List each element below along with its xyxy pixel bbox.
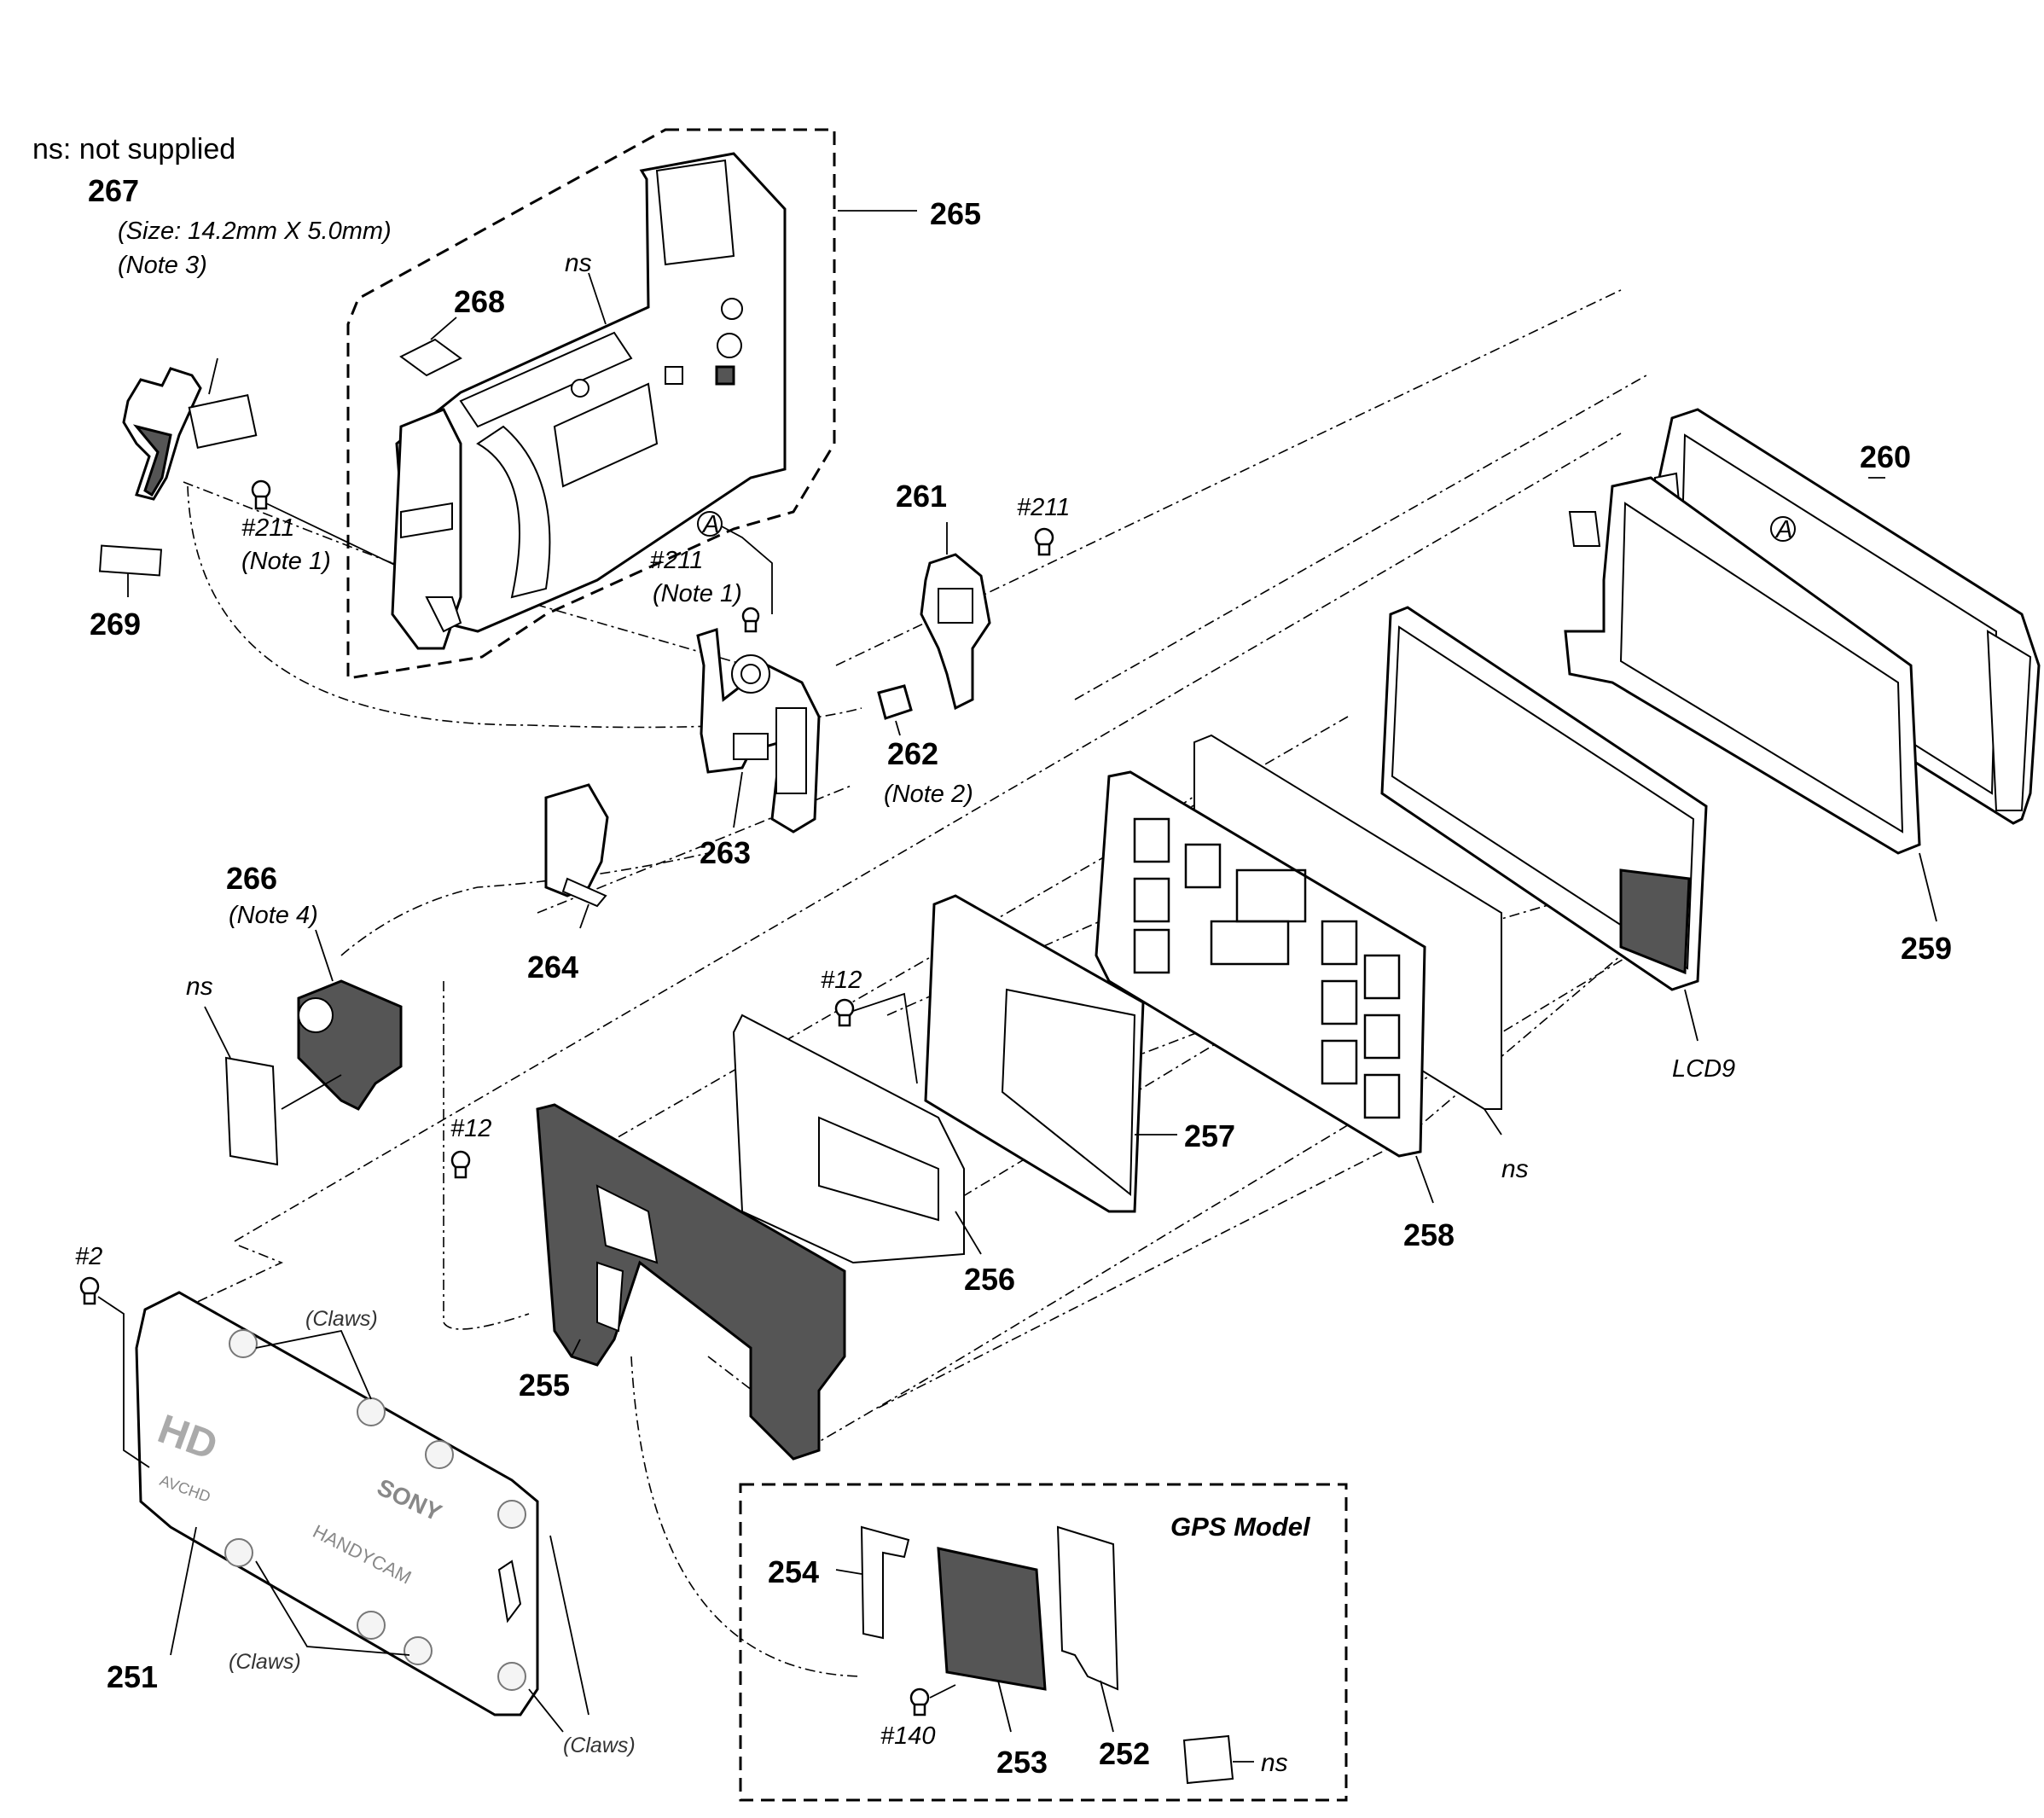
label-259: 259 — [1901, 931, 1952, 966]
label-252: 252 — [1099, 1736, 1150, 1771]
chassis-label-ns: ns — [565, 249, 607, 325]
sheet-256 — [732, 1014, 982, 1264]
screw-label-211-left: #211 — [241, 514, 294, 542]
front-panel-251 — [135, 1291, 539, 1716]
note1-center: (Note 1) — [653, 580, 742, 607]
hinge-bracket-263 — [696, 628, 821, 833]
screw-label-211-center: #211 — [650, 547, 703, 574]
note1-left: (Note 1) — [241, 548, 331, 575]
label-263: 263 — [700, 835, 751, 870]
screw-12-upper — [834, 992, 918, 1084]
circle-ref-a-2-ring — [1770, 516, 1796, 542]
tape-268 — [399, 317, 462, 377]
cover-264 — [544, 783, 609, 929]
claws-label-3: (Claws) — [563, 1734, 636, 1757]
label-253: 253 — [996, 1745, 1048, 1780]
gps-model-label: GPS Model — [1170, 1512, 1311, 1542]
label-261: 261 — [896, 479, 947, 514]
gps-module-253 — [937, 1547, 1047, 1733]
sheet-ns-left: ns — [186, 973, 342, 1166]
svg-text:ns: ns — [1261, 1749, 1288, 1777]
flex-cable-part — [98, 357, 258, 597]
screw-211-center — [697, 511, 773, 633]
label-251: 251 — [107, 1659, 158, 1694]
label-266: 266 — [226, 861, 277, 896]
block-262 — [877, 684, 913, 736]
label-262: 262 — [887, 736, 938, 771]
frame-259 — [1564, 476, 1937, 922]
screw-211-right — [1034, 527, 1054, 556]
flex-254 — [835, 1525, 910, 1640]
label-268: 268 — [454, 284, 505, 319]
note3-267: (Note 3) — [118, 252, 207, 279]
claws-label-2: (Claws) — [229, 1650, 301, 1674]
label-254: 254 — [768, 1554, 819, 1589]
svg-text:ns: ns — [186, 973, 213, 1001]
claws-leaders — [255, 1329, 589, 1733]
screw-label-12-lower: #12 — [450, 1115, 491, 1142]
label-258: 258 — [1403, 1217, 1455, 1252]
label-267: 267 — [88, 173, 139, 208]
note4-266: (Note 4) — [229, 902, 318, 929]
screw-2 — [79, 1276, 150, 1468]
label-264: 264 — [527, 950, 578, 985]
label-255: 255 — [519, 1368, 570, 1403]
chassis-assembly — [391, 152, 787, 650]
hinge-part-261 — [920, 522, 991, 711]
label-256: 256 — [964, 1262, 1015, 1297]
label-257: 257 — [1184, 1118, 1235, 1153]
gps-model-box — [739, 1483, 1348, 1802]
part-266 — [297, 929, 403, 1111]
note2-262: (Note 2) — [884, 781, 973, 808]
main-frame-255 — [536, 1103, 846, 1461]
board-frame-258 — [1095, 770, 1434, 1204]
label-260: 260 — [1860, 439, 1911, 474]
svg-text:ns: ns — [1501, 1155, 1529, 1183]
screw-label-2: #2 — [75, 1243, 102, 1270]
screw-label-12-upper: #12 — [821, 967, 862, 994]
screw-label-211-right: #211 — [1017, 494, 1070, 521]
svg-text:ns: ns — [565, 249, 592, 277]
size-note-267: (Size: 14.2mm X 5.0mm) — [118, 218, 392, 245]
claws-label-1: (Claws) — [305, 1307, 378, 1331]
shield-257 — [924, 894, 1177, 1213]
lcd-panel — [1380, 606, 1708, 1042]
label-lcd9: LCD9 — [1672, 1055, 1735, 1083]
circle-ref-a-2: A — [1774, 516, 1792, 543]
screw-140 — [909, 1684, 956, 1716]
label-269: 269 — [90, 607, 141, 642]
ns-legend: ns: not supplied — [32, 133, 235, 166]
circle-ref-a-1: A — [701, 511, 719, 538]
screw-label-140: #140 — [880, 1722, 936, 1750]
sheet-252 — [1056, 1525, 1119, 1733]
label-265: 265 — [930, 196, 981, 231]
pad-ns: ns — [1182, 1734, 1288, 1785]
screw-12-lower — [450, 1150, 471, 1179]
